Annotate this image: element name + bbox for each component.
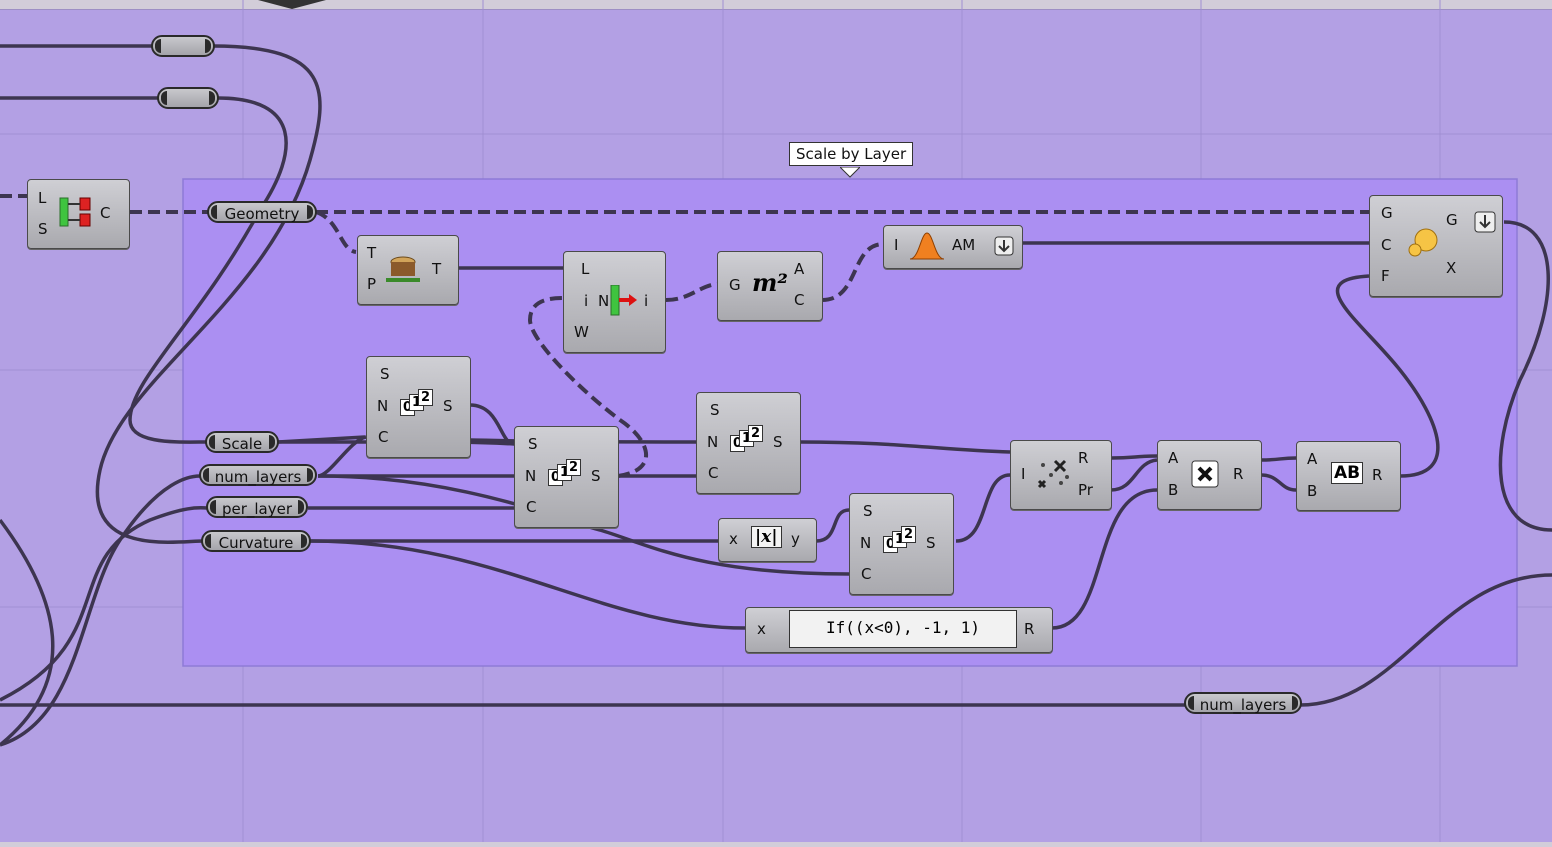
input-pin[interactable]: x [757,620,766,638]
scale-param[interactable]: Scale [205,431,279,453]
bounds-component[interactable]: I AM [883,225,1023,269]
input-pin[interactable]: S [863,502,873,520]
output-pin[interactable]: G [1446,211,1458,229]
series-component-4[interactable]: S N C 0 1 2 S [849,493,954,595]
output-pin[interactable]: Pr [1078,481,1093,499]
area-icon: m² [752,268,788,297]
input-pin[interactable]: G [729,276,741,294]
dispatch-component[interactable]: L S C [27,179,130,249]
per-layer-param[interactable]: per_layer [206,496,308,518]
mid-label: N [598,292,610,310]
series-icon: 0 1 2 [400,389,434,419]
output-pin[interactable]: A [794,260,805,278]
series-component-3[interactable]: S N C 0 1 2 S [696,392,801,494]
output-pin[interactable]: R [1078,449,1089,467]
input-pin[interactable]: P [367,275,377,293]
series-icon: 0 1 2 [548,459,582,489]
input-pin[interactable]: B [1307,482,1318,500]
input-pin[interactable]: N [525,467,537,485]
scale-icon [1408,228,1438,257]
input-pin[interactable]: B [1168,481,1179,499]
expression-text[interactable]: If((x<0), -1, 1) [789,610,1017,648]
scale-component[interactable]: G C F G X [1369,195,1503,297]
tree-component[interactable]: T P T [357,235,459,305]
output-pin[interactable]: C [100,204,111,222]
power-icon: AB [1331,462,1364,484]
input-pin[interactable]: C [861,565,872,583]
input-pin[interactable]: W [574,323,589,341]
num-layers-bottom-param[interactable]: num_layers [1184,692,1302,714]
arrow-down-icon[interactable] [1474,211,1496,233]
input-pin[interactable]: N [860,534,872,552]
list-item-icon [610,285,637,316]
input-pin[interactable]: S [528,435,538,453]
power-component[interactable]: A B AB R [1296,441,1401,511]
bell-curve-icon [909,232,945,260]
input-pin[interactable]: S [38,220,48,238]
group-title-pointer [840,167,860,178]
input-pin[interactable]: C [526,498,537,516]
output-pin[interactable]: R [1233,465,1244,483]
output-pin[interactable]: R [1024,620,1035,638]
input-pin[interactable]: x [729,530,738,548]
num-layers-param[interactable]: num_layers [199,464,317,486]
arrow-down-icon[interactable] [994,236,1014,256]
random-icon [1037,459,1069,489]
input-pin[interactable]: G [1381,204,1393,222]
dispatch-icon [59,197,91,227]
output-pin[interactable]: X [1446,259,1457,277]
output-pin[interactable]: S [591,467,601,485]
input-pin[interactable]: i [584,292,589,310]
random-component[interactable]: I R Pr [1010,440,1112,510]
list-item-component[interactable]: L i W N i [563,251,666,353]
output-pin[interactable]: y [791,530,800,548]
expression-component[interactable]: x If((x<0), -1, 1) R [745,607,1053,653]
group-title[interactable]: Scale by Layer [789,142,914,166]
series-component-2[interactable]: S N C 0 1 2 S [514,426,619,528]
input-pin[interactable]: S [710,401,720,419]
area-component[interactable]: G m² A C [717,251,823,321]
input-pin[interactable]: C [378,428,389,446]
output-pin[interactable]: S [443,397,453,415]
input-pin[interactable]: L [581,260,590,278]
relay-pill-2[interactable] [157,87,219,109]
input-pin[interactable]: I [1021,465,1026,483]
input-pin[interactable]: T [367,244,377,262]
input-pin[interactable]: A [1307,450,1318,468]
series-icon: 0 1 2 [730,425,764,455]
series-component-1[interactable]: S N C 0 1 2 S [366,356,471,458]
output-pin[interactable]: C [794,291,805,309]
output-pin[interactable]: S [773,433,783,451]
canvas-top-strip [0,0,1552,10]
tree-stump-icon [386,256,420,282]
multiply-icon [1191,460,1219,488]
output-pin[interactable]: T [432,260,442,278]
input-pin[interactable]: F [1381,267,1390,285]
absolute-icon: |x| [751,526,782,548]
input-pin[interactable]: N [377,397,389,415]
output-pin[interactable]: i [644,292,649,310]
series-icon: 0 1 2 [883,526,917,556]
input-pin[interactable]: L [38,189,47,207]
canvas-bottom-strip [0,842,1552,847]
relay-pill-1[interactable] [151,35,215,57]
multiply-component[interactable]: A B R [1157,440,1262,510]
output-pin[interactable]: AM [952,236,976,254]
input-pin[interactable]: C [708,464,719,482]
input-pin[interactable]: N [707,433,719,451]
input-pin[interactable]: A [1168,449,1179,467]
output-pin[interactable]: R [1372,466,1383,484]
input-pin[interactable]: S [380,365,390,383]
geometry-param[interactable]: Geometry [207,201,317,223]
input-pin[interactable]: C [1381,236,1392,254]
absolute-component[interactable]: x |x| y [718,518,817,562]
curvature-param[interactable]: Curvature [201,530,311,552]
output-pin[interactable]: S [926,534,936,552]
input-pin[interactable]: I [894,236,899,254]
